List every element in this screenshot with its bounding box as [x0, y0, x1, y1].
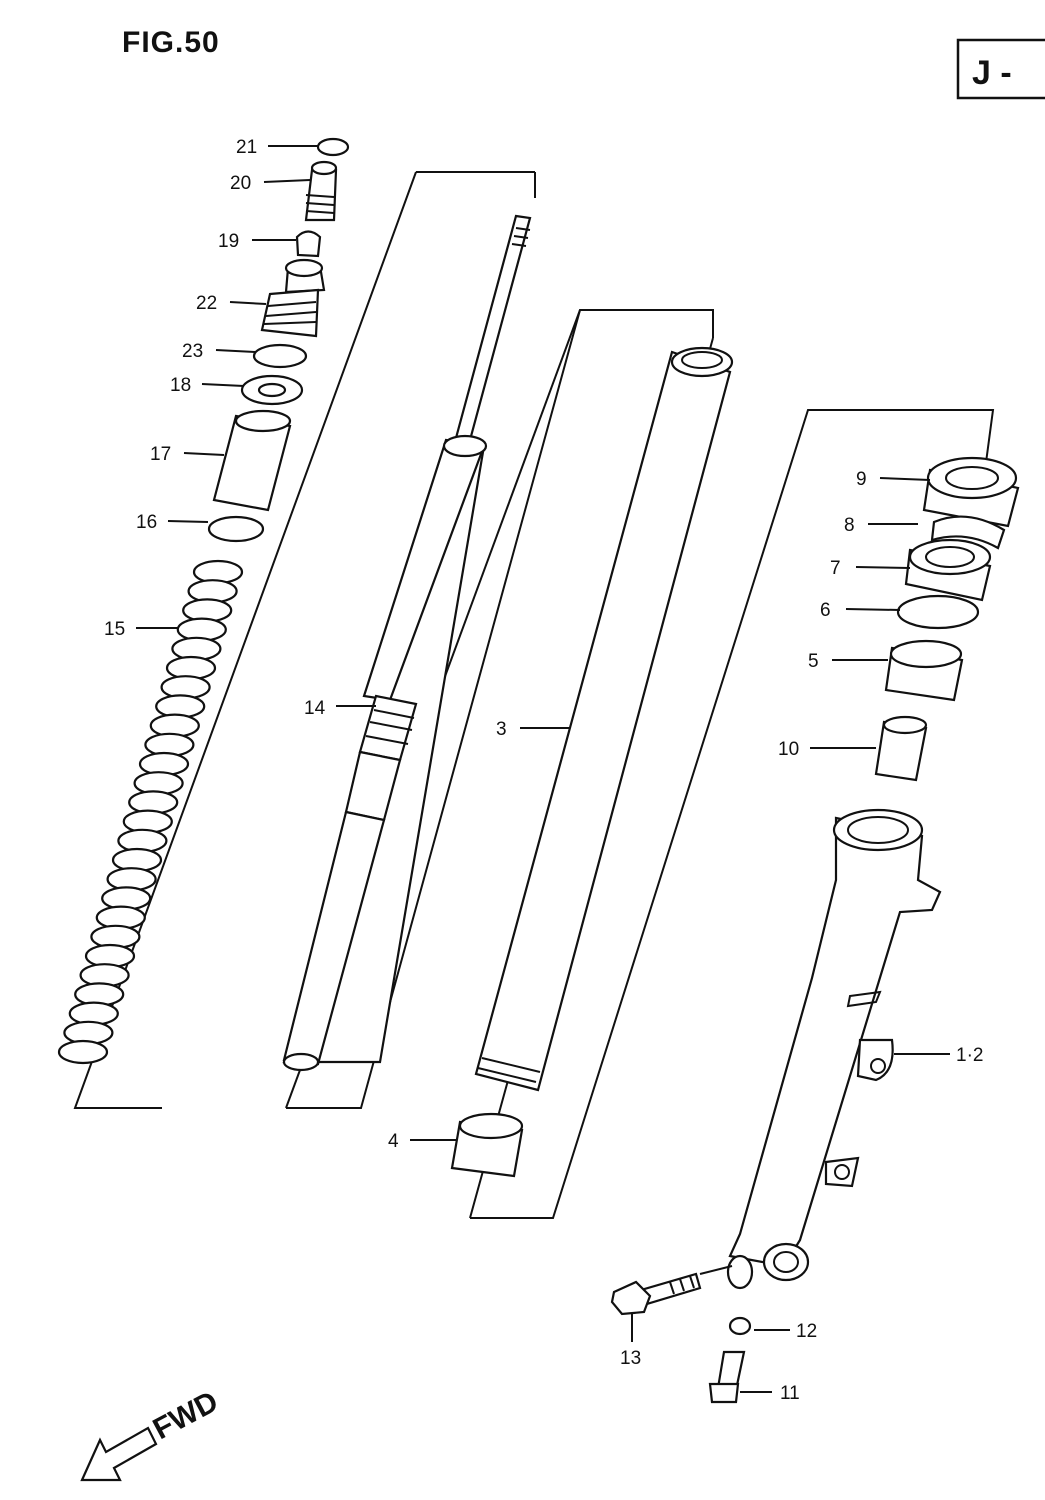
part-8-clip: [930, 515, 1006, 550]
part-4-bushing: [450, 1112, 524, 1178]
figure-title: FIG.50: [122, 26, 220, 59]
part-19-piece: [295, 230, 322, 258]
section-code-box: J -: [956, 38, 1045, 100]
callout-23: 23: [182, 341, 203, 362]
part-18-washer: [240, 374, 304, 406]
callout-18: 18: [170, 375, 191, 396]
spring-coil: [57, 1039, 109, 1065]
callout-7: 7: [830, 558, 841, 579]
part-20-adjuster: [304, 160, 338, 222]
callout-10: 10: [778, 739, 799, 760]
part-14-damper-rod: [282, 214, 532, 1072]
callout-6: 6: [820, 600, 831, 621]
part-1-2-outer-tube: [726, 808, 942, 1290]
callout-17: 17: [150, 444, 171, 465]
part-21-oring: [316, 137, 350, 157]
part-16-ring: [207, 515, 265, 543]
callout-4: 4: [388, 1131, 399, 1152]
part-10-piece: [874, 715, 928, 782]
part-7-oil-seal: [904, 538, 992, 602]
forward-arrow-icon: [80, 1426, 158, 1482]
forward-direction-indicator: FWD: [80, 1385, 224, 1482]
callout-9: 9: [856, 469, 867, 490]
bracket-inner-tube-bottom: [470, 409, 995, 1219]
callout-21: 21: [236, 137, 257, 158]
part-6-washer: [896, 594, 980, 630]
callout-15: 15: [104, 619, 125, 640]
bracket-spring-group: [73, 171, 417, 1109]
forward-label: FWD: [148, 1385, 224, 1446]
callout-3: 3: [496, 719, 507, 740]
part-17-spacer: [212, 409, 292, 512]
leader-lines: [136, 145, 950, 1393]
callout-20: 20: [230, 173, 251, 194]
part-5-bushing: [884, 639, 964, 702]
callout-22: 22: [196, 293, 217, 314]
callout-14: 14: [304, 698, 326, 719]
part-23-oring: [252, 343, 308, 369]
callout-12: 12: [796, 1321, 817, 1342]
callout-16: 16: [136, 512, 157, 533]
callout-19: 19: [218, 231, 239, 252]
part-11-bolt: [708, 1350, 746, 1404]
section-code: J -: [972, 54, 1012, 92]
callout-5: 5: [808, 651, 819, 672]
callout-11: 11: [780, 1383, 800, 1404]
callout-13: 13: [620, 1348, 641, 1369]
part-15-fork-spring: [57, 559, 244, 1065]
callout-1-2: 1·2: [956, 1045, 983, 1066]
part-12-washer: [728, 1316, 752, 1336]
callout-8: 8: [844, 515, 855, 536]
part-13-bolt: [610, 1272, 702, 1316]
part-3-inner-tube: [474, 346, 734, 1092]
part-22-cap-bolt: [260, 258, 326, 338]
part-9-dust-seal: [922, 456, 1020, 528]
